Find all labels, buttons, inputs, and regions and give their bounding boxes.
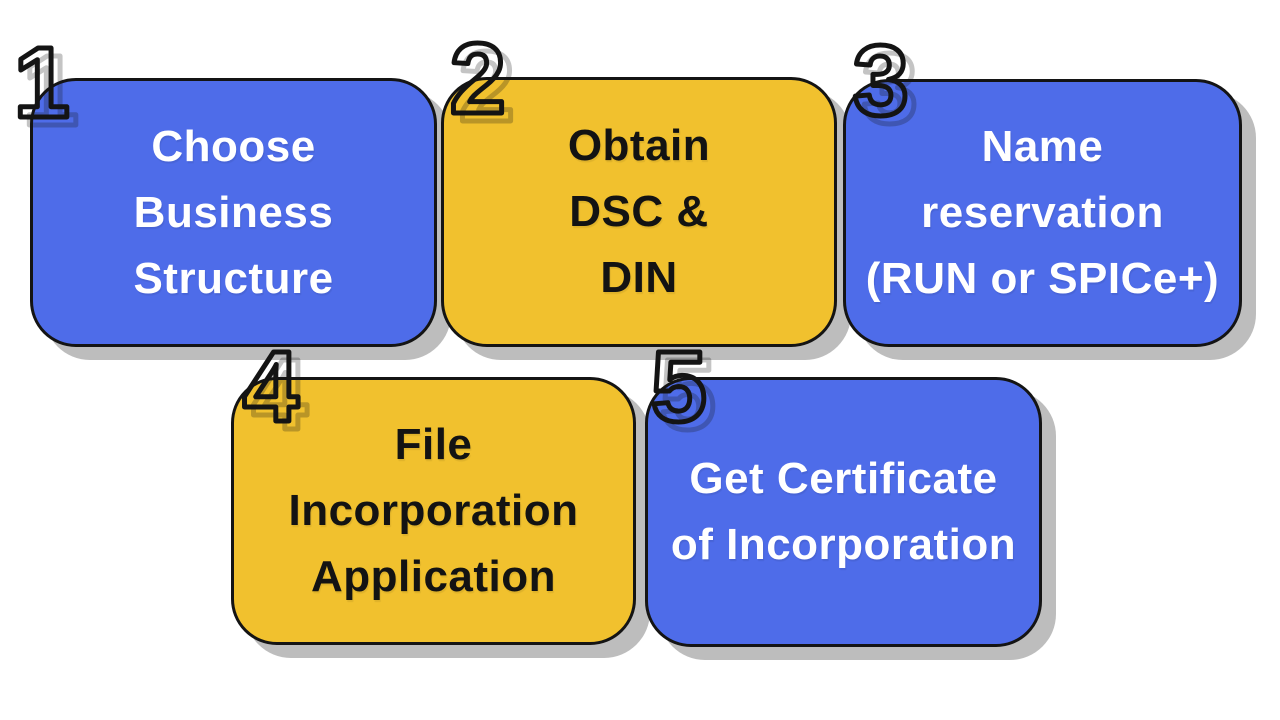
- step-2-label: Obtain DSC & DIN: [567, 121, 711, 302]
- step-card-1: Choose Business Structure: [30, 78, 437, 347]
- step-3-label: Name reservation (RUN or SPICe+): [865, 122, 1220, 303]
- step-card-2: Obtain DSC & DIN: [441, 77, 837, 347]
- step-4-label: File Incorporation Application: [288, 420, 579, 601]
- step-1-label: Choose Business Structure: [133, 121, 334, 303]
- step-card-5: Get Certificate of Incorporation: [645, 377, 1042, 647]
- step-card-3: Name reservation (RUN or SPICe+): [843, 79, 1242, 347]
- step-card-4: File Incorporation Application: [231, 377, 636, 645]
- step-5-label: Get Certificate of Incorporation: [670, 454, 1017, 569]
